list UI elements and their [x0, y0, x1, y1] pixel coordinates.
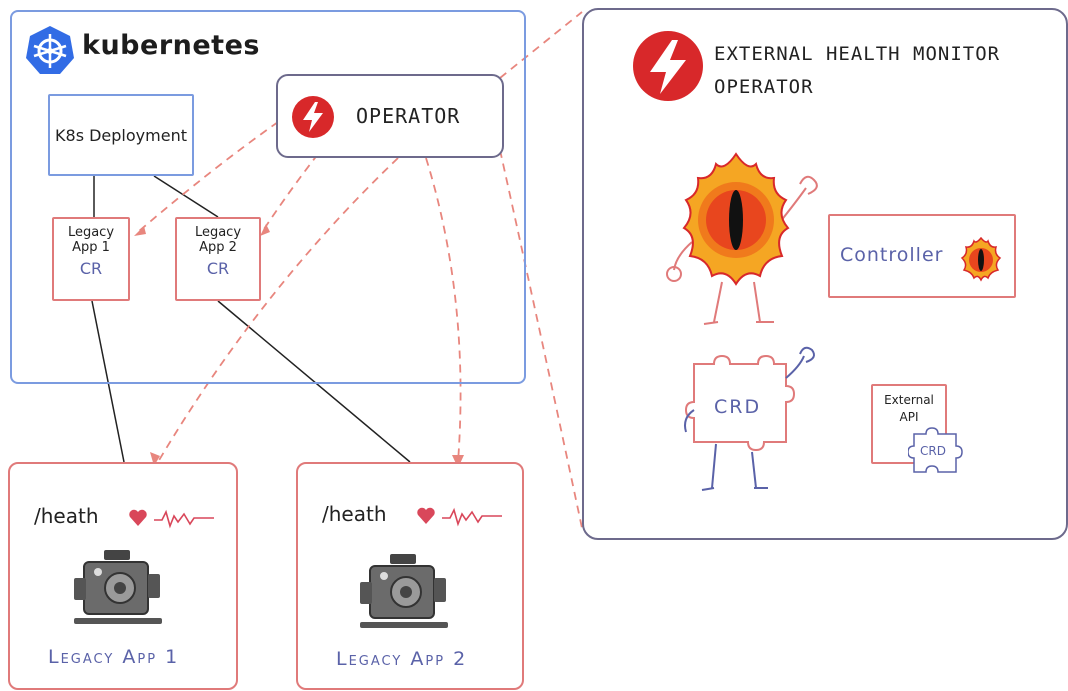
operator-label: OPERATOR — [356, 104, 461, 128]
external-operator-title-line2: OPERATOR — [714, 76, 814, 98]
kubernetes-cluster-box — [10, 10, 526, 384]
app2-health-path: /heath — [322, 502, 387, 526]
kubernetes-helm-icon — [26, 26, 74, 74]
app1-heartbeat-pulse-icon — [129, 509, 214, 529]
external-api-line2: API — [899, 410, 919, 424]
controller-fire-eye-icon — [960, 236, 1002, 282]
heart-icon — [129, 509, 147, 526]
external-api-line1: External — [884, 393, 934, 407]
external-operator-title: EXTERNAL HEALTH MONITOR OPERATOR — [714, 38, 1054, 104]
cr1-name-line2: App 1 — [72, 240, 110, 255]
external-api-crd-piece-icon — [908, 427, 963, 473]
app1-health-path: /heath — [34, 504, 99, 528]
crd-label: CRD — [714, 396, 762, 418]
crd-mascot-icon — [684, 346, 815, 491]
lightning-bolt-icon — [292, 96, 334, 138]
external-operator-title-line1: EXTERNAL HEALTH MONITOR — [714, 43, 1001, 65]
controller-label: Controller — [840, 244, 944, 266]
external-operator-lightning-icon — [633, 31, 703, 101]
app2-heartbeat-pulse-icon — [417, 507, 502, 527]
legacy-app-2-cr: Legacy App 2 CR — [175, 217, 261, 301]
kubernetes-title: kubernetes — [82, 30, 260, 61]
app1-name: Legacy App 1 — [48, 646, 180, 668]
app2-engine-icon — [360, 554, 448, 628]
fire-eye-mascot-icon — [666, 152, 818, 325]
cr2-name-line1: Legacy — [194, 225, 242, 240]
external-api-crd-label: CRD — [920, 444, 946, 458]
k8s-deployment-box: K8s Deployment — [48, 94, 194, 176]
cr1-kind: CR — [79, 259, 103, 278]
legacy-app-1-cr: Legacy App 1 CR — [52, 217, 130, 301]
external-api-box: External API — [871, 384, 947, 464]
external-operator-panel — [582, 8, 1068, 540]
k8s-deployment-label: K8s Deployment — [55, 125, 187, 145]
cr2-kind: CR — [206, 259, 230, 278]
heart-icon — [417, 507, 435, 524]
cr2-name-line2: App 2 — [199, 240, 237, 255]
app1-engine-icon — [74, 550, 162, 624]
app2-name: Legacy App 2 — [336, 648, 468, 670]
cr1-name-line1: Legacy — [67, 225, 115, 240]
controller-box — [828, 214, 1016, 298]
